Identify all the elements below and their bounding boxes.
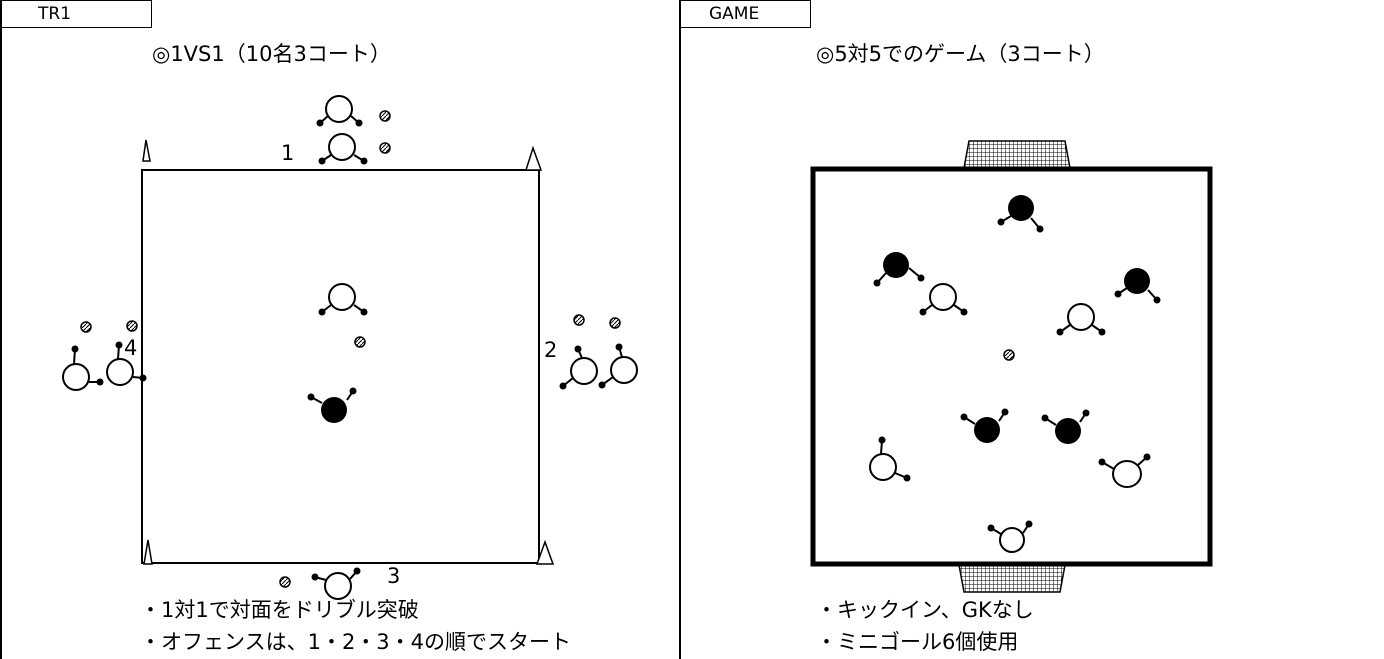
- player-white-icon: [1056, 303, 1106, 336]
- player-black-icon: [1114, 268, 1161, 304]
- panel-tr1: TR1 ◎1VS1（10名3コート）: [0, 0, 680, 659]
- cone-icon: [142, 139, 151, 162]
- drill-note-1: ・1対1で対面をドリブル突破: [140, 598, 419, 622]
- cone-icon: [535, 539, 555, 565]
- cone-icon: [524, 145, 543, 171]
- player-white-icon: [919, 283, 968, 316]
- player-white-icon: [987, 520, 1033, 553]
- field-boundary: [141, 169, 540, 564]
- tab-game: GAME: [681, 0, 811, 28]
- player-white-icon: [598, 343, 638, 389]
- ball-icon: [279, 576, 291, 588]
- position-number-1: 1: [281, 141, 295, 165]
- player-black-icon: [307, 387, 357, 423]
- ball-icon: [354, 336, 366, 348]
- player-white-icon: [318, 283, 368, 316]
- player-black-icon: [873, 252, 925, 287]
- drill-note-2: ・オフェンスは、1・2・3・4の順でスタート: [140, 630, 572, 654]
- ball-icon: [573, 314, 585, 326]
- panel-game: GAME ◎5対5でのゲーム（3コート）: [680, 0, 1384, 659]
- player-white-icon: [311, 567, 361, 600]
- ball-icon: [609, 317, 621, 329]
- player-black-icon: [1041, 409, 1090, 444]
- player-black-icon: [997, 195, 1044, 233]
- tab-tr1: TR1: [2, 0, 152, 28]
- drill-title-left: ◎1VS1（10名3コート）: [152, 42, 391, 66]
- player-white-icon: [316, 95, 363, 127]
- player-white-icon: [106, 341, 147, 386]
- game-diagram-right: [810, 140, 1213, 593]
- game-note-2: ・ミニゴール6個使用: [816, 630, 1019, 654]
- mini-goal-icon: [963, 140, 1071, 169]
- player-white-icon: [62, 345, 104, 391]
- player-white-icon: [869, 436, 911, 482]
- game-note-1: ・キックイン、GKなし: [816, 598, 1034, 622]
- drill-title-right: ◎5対5でのゲーム（3コート）: [816, 42, 1105, 66]
- ball-icon: [126, 320, 138, 332]
- player-black-icon: [960, 408, 1009, 443]
- mini-goal-icon: [958, 564, 1066, 593]
- field-boundary: [810, 166, 1213, 567]
- drill-diagram-left: [62, 95, 638, 600]
- ball-icon: [80, 321, 92, 333]
- position-number-2: 2: [544, 338, 558, 362]
- ball-icon: [1003, 349, 1015, 361]
- player-white-icon: [318, 133, 368, 165]
- position-number-3: 3: [387, 564, 401, 588]
- player-white-icon: [1098, 453, 1151, 488]
- ball-icon: [379, 110, 391, 122]
- player-white-icon: [559, 345, 598, 390]
- cone-icon: [143, 539, 153, 565]
- position-number-4: 4: [124, 336, 138, 360]
- ball-icon: [379, 142, 391, 154]
